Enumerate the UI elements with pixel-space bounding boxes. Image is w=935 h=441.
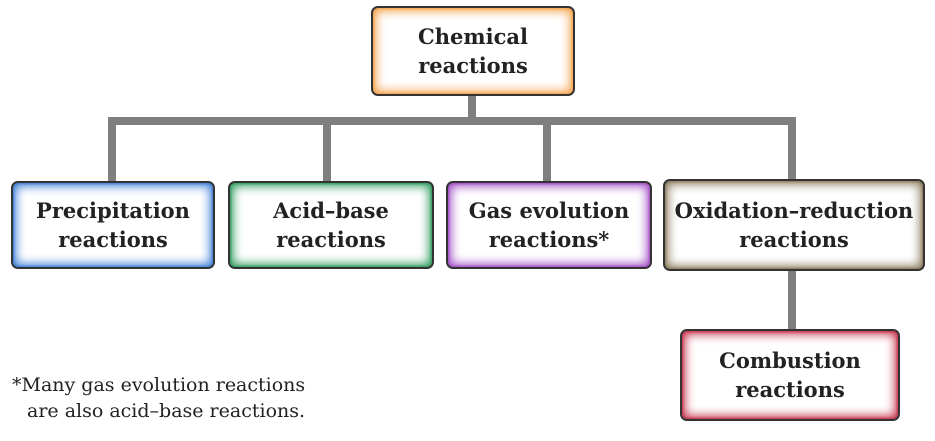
footnote: *Many gas evolution reactions are also a… bbox=[12, 372, 305, 424]
node-precipitation-line2: reactions bbox=[58, 227, 168, 252]
node-gas-evolution-line1: Gas evolution bbox=[468, 198, 630, 223]
footnote-line2: are also acid–base reactions. bbox=[27, 400, 306, 422]
node-gas-evolution-line2: reactions* bbox=[488, 227, 610, 252]
node-acid-base-reactions: Acid–base reactions bbox=[228, 181, 434, 269]
node-combustion-reactions: Combustion reactions bbox=[680, 329, 900, 421]
node-precipitation-reactions: Precipitation reactions bbox=[11, 181, 215, 269]
node-oxidation-reduction-reactions: Oxidation–reduction reactions bbox=[663, 179, 925, 271]
footnote-line1: *Many gas evolution reactions bbox=[12, 374, 306, 396]
node-chemical-reactions-line1: Chemical bbox=[418, 24, 528, 49]
node-chemical-reactions-line2: reactions bbox=[418, 53, 528, 78]
node-combustion-line2: reactions bbox=[735, 377, 845, 402]
node-redox-line2: reactions bbox=[739, 227, 849, 252]
node-combustion-line1: Combustion bbox=[719, 348, 861, 373]
node-gas-evolution-reactions: Gas evolution reactions* bbox=[446, 181, 652, 269]
node-redox-line1: Oxidation–reduction bbox=[674, 198, 914, 223]
connectors bbox=[108, 93, 796, 333]
node-precipitation-line1: Precipitation bbox=[36, 198, 190, 223]
node-acid-base-line2: reactions bbox=[276, 227, 386, 252]
node-acid-base-line1: Acid–base bbox=[273, 198, 389, 223]
node-chemical-reactions: Chemical reactions bbox=[371, 6, 575, 96]
